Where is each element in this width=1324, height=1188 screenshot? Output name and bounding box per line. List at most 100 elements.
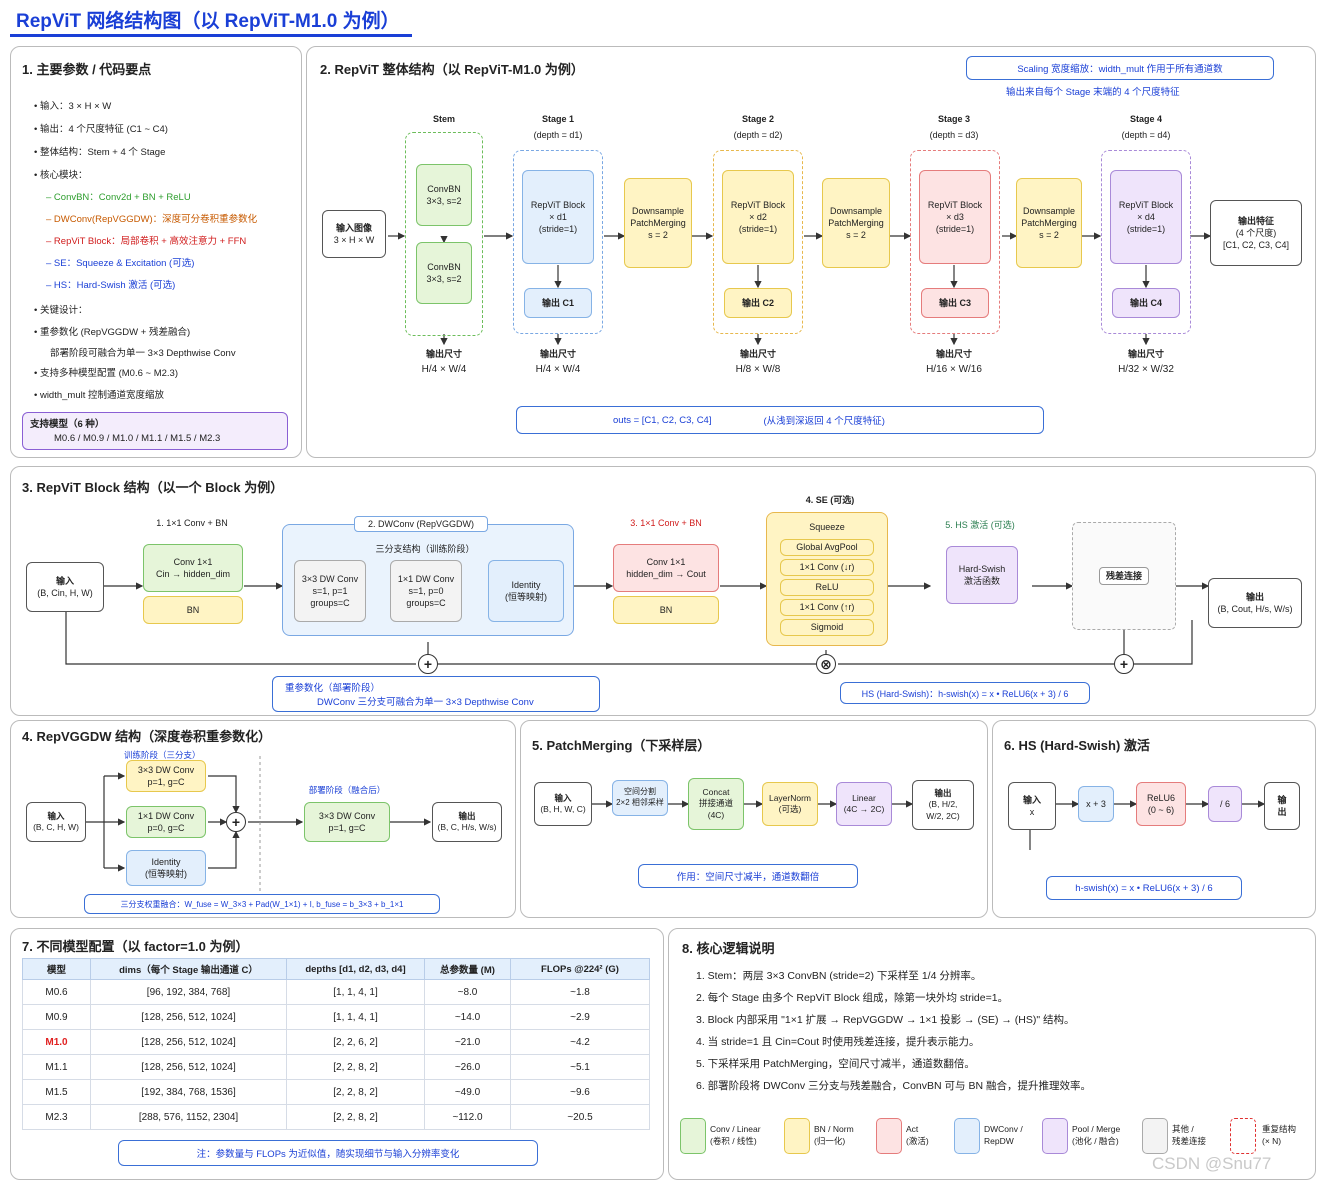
logic-item: 3. Block 内部采用 "1×1 扩展 → RepVGGDW → 1×1 投… [696, 1014, 1075, 1026]
sec1-item: – DWConv(RepVGGDW)：深度可分卷积重参数化 [46, 214, 258, 225]
hs-add3: x + 3 [1078, 786, 1114, 822]
stage4-depth: (depth = d4) [1121, 130, 1171, 140]
table-cell: ~8.0 [424, 979, 511, 1005]
sec1-item: • 输出：4 个尺度特征 (C1 ~ C4) [34, 124, 168, 135]
stem-label: Stem [432, 114, 455, 124]
legend-swatch-norm [784, 1118, 810, 1154]
table-cell: ~5.1 [510, 1054, 650, 1080]
deploy-stage-label: 部署阶段（融合后） [308, 785, 386, 795]
add-node-2: + [1114, 654, 1134, 674]
sec1-item: 部署阶段可融合为单一 3×3 Depthwise Conv [50, 348, 236, 359]
table-cell: ~26.0 [424, 1054, 511, 1080]
highlight-model: M1.0 [22, 1029, 91, 1055]
hs-relu6: ReLU6(0 ~ 6) [1136, 782, 1186, 826]
section-6-title: 6. HS (Hard-Swish) 激活 [1004, 738, 1150, 753]
pm-layernorm: LayerNorm(可选) [762, 782, 818, 826]
step3-label: 3. 1×1 Conv + BN [630, 518, 702, 528]
legend-label-dwconv: DWConv /RepDW [984, 1124, 1023, 1146]
step4-label: 4. SE (可选) [805, 495, 855, 505]
section-4-panel [10, 720, 516, 918]
table-cell: [128, 256, 512, 1024] [90, 1029, 287, 1055]
stage3-title: Stage 3 [937, 114, 970, 124]
table-cell: ~21.0 [424, 1029, 511, 1055]
sec1-item: • 整体结构：Stem + 4 个 Stage [34, 147, 166, 158]
stem-size: H/4 × W/4 [421, 364, 467, 375]
legend-swatch-other [1142, 1118, 1168, 1154]
se-squeeze: Squeeze [809, 522, 845, 532]
scaling-note: Scaling 宽度缩放：width_mult 作用于所有通道数 [966, 56, 1274, 80]
stage3-depth: (depth = d3) [929, 130, 979, 140]
table-cell: ~112.0 [424, 1104, 511, 1130]
stage4-block: RepViT Block× d4(stride=1) [1110, 170, 1182, 264]
logic-item: 2. 每个 Stage 由多个 RepViT Block 组成，除第一块外均 s… [696, 992, 1009, 1004]
hs-output: 输出 [1264, 782, 1300, 830]
legend-swatch-dwconv [954, 1118, 980, 1154]
table-row: M1.0[128, 256, 512, 1024][2, 2, 6, 2]~21… [22, 1029, 650, 1055]
stage1-size: H/4 × W/4 [535, 364, 581, 375]
legend-label-other: 其他 /残差连接 [1172, 1124, 1207, 1146]
section-5-title: 5. PatchMerging（下采样层） [532, 738, 711, 753]
rep-add-node: + [226, 812, 246, 832]
table-row: M1.1[128, 256, 512, 1024][2, 2, 8, 2]~26… [22, 1054, 650, 1080]
table-cell: [96, 192, 384, 768] [90, 979, 287, 1005]
section-1-panel [10, 46, 302, 458]
rep-branch-identity: Identity(恒等映射) [126, 850, 206, 886]
hs-note: HS (Hard-Swish)：h-swish(x) = x • ReLU6(x… [840, 682, 1090, 704]
stage4-size-label: 输出尺寸 [1127, 349, 1164, 359]
scaling-sub: 输出来自每个 Stage 末端的 4 个尺度特征 [1006, 87, 1180, 98]
stage1-group [513, 150, 603, 334]
sec1-item: – SE：Squeeze & Excitation (可选) [46, 258, 195, 269]
output-features-box: 输出特征(4 个尺度)[C1, C2, C3, C4] [1210, 200, 1302, 266]
support-models-title: 支持模型（6 种） [30, 419, 105, 430]
sec1-item: • 重参数化 (RepVGGDW + 残差融合) [34, 327, 191, 338]
hs-formula-note: h-swish(x) = x • ReLU6(x + 3) / 6 [1046, 876, 1242, 900]
stage4-title: Stage 4 [1129, 114, 1162, 124]
table-row: M0.6[96, 192, 384, 768][1, 1, 4, 1]~8.0~… [22, 979, 650, 1005]
support-models-box [22, 412, 288, 450]
section-1-title: 1. 主要参数 / 代码要点 [22, 62, 152, 77]
table-cell: ~14.0 [424, 1004, 511, 1030]
table-cell: [1, 1, 4, 1] [286, 979, 425, 1005]
se-avgpool: Global AvgPool [780, 539, 874, 556]
legend-label-act: Act(激活) [906, 1124, 929, 1146]
block-input-box: 输入(B, Cin, H, W) [26, 562, 104, 612]
table-cell: M1.5 [22, 1079, 91, 1105]
table-row: M2.3[288, 576, 1152, 2304][2, 2, 8, 2]~1… [22, 1104, 650, 1130]
stage1-size-label: 输出尺寸 [539, 349, 576, 359]
legend-swatch-act [876, 1118, 902, 1154]
stage3-size-label: 输出尺寸 [935, 349, 972, 359]
sec1-item: – RepViT Block：局部卷积 + 高效注意力 + FFN [46, 236, 247, 247]
table-cell: [128, 256, 512, 1024] [90, 1054, 287, 1080]
stage2-block: RepViT Block× d2(stride=1) [722, 170, 794, 264]
table-cell: [288, 576, 1152, 2304] [90, 1104, 287, 1130]
section-4-title: 4. RepVGGDW 结构（深度卷积重参数化） [22, 729, 272, 744]
table-row: M1.5[192, 384, 768, 1536][2, 2, 8, 2]~49… [22, 1079, 650, 1105]
table-cell: ~9.6 [510, 1079, 650, 1105]
stem-size-label: 输出尺寸 [425, 349, 462, 359]
col-flops: FLOPs @224² (G) [510, 958, 650, 980]
legend-swatch-repeat [1230, 1118, 1256, 1154]
table-header-row: 模型 dims（每个 Stage 输出通道 C） depths [d1, d2,… [22, 958, 650, 980]
sec1-item: – HS：Hard-Swish 激活 (可选) [46, 280, 176, 291]
col-params: 总参数量 (M) [424, 958, 511, 980]
logic-item: 4. 当 stride=1 且 Cin=Cout 时使用残差连接，提升表示能力。 [696, 1036, 980, 1048]
table-cell: [2, 2, 8, 2] [286, 1079, 425, 1105]
table-cell: ~20.5 [510, 1104, 650, 1130]
section-8-panel [668, 928, 1316, 1180]
input-image-label: 输入图像 [335, 222, 372, 233]
sec1-item: • 输入：3 × H × W [34, 101, 112, 112]
step5-label: 5. HS 激活 (可选) [945, 520, 1015, 530]
fuse-note: 三分支权重融合：W_fuse = W_3×3 + Pad(W_1×1) + I,… [84, 894, 440, 914]
